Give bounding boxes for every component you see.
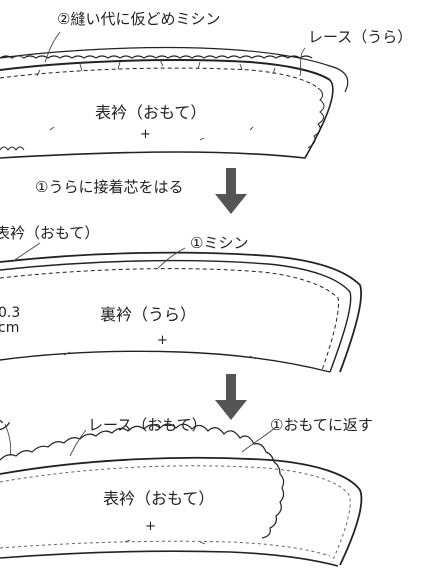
center-mark-3: + [145,519,156,534]
leader-outer-collar-cut [11,242,41,263]
arrow-2-head [215,400,247,420]
leader-step2 [44,31,61,63]
outer-collar-back-edge [0,251,362,373]
panel-3-turned-collar: ン レース（おもて） ①おもてに返す 表衿（おもて） + [0,416,373,567]
grain-tick-marks [36,59,276,141]
label-under-collar-back: 裏衿（うら） [100,305,196,324]
lace-scallop-outer [0,423,285,539]
label-lace-back: レース（うら） [308,28,412,46]
label-outer-collar-cut: 表衿（おもて） [0,224,99,242]
lace-scallop-edge [0,46,349,93]
seam-allowance-unit: cm [0,320,19,336]
leader-lace-front [69,429,87,457]
arrow-1-shaft [226,168,236,196]
label-outer-collar-3: 表衿（おもて） [103,489,214,508]
step-arrow-2 [215,374,247,420]
center-mark-1: + [140,127,151,142]
label-sew-cut: ン [0,416,11,434]
collar-body-outline [0,79,334,159]
leader-step1-sew [157,247,186,269]
lace-left-ruffle [0,146,25,151]
under-collar-bottom [0,350,331,373]
label-lace-front: レース（おもて） [88,416,207,434]
step-arrow-1: ①うらに接着芯をはる [35,168,247,214]
label-step1-sew: ①ミシン [190,234,248,252]
center-mark-2: + [157,333,168,348]
label-turn-right-side: ①おもてに返す [270,416,373,434]
basting-stitch-line [0,67,319,89]
label-outer-collar-1: 表衿（おもて） [95,103,206,122]
collar-bottom-inner-3 [0,540,331,557]
grain-tick-marks-3 [124,539,206,545]
topstitch-line [0,465,351,563]
label-interfacing-note: ①うらに接着芯をはる [35,178,183,196]
collar-outer-edge [0,59,331,81]
panel-1-collar-with-lace: ②縫い代に仮どめミシン レース（うら） 表衿（おもて） + [0,10,412,159]
arrow-2-shaft [226,374,236,402]
leader-lace-back [299,47,306,77]
collar-bottom-3 [0,550,339,567]
under-collar-edge [0,259,352,373]
machine-stitch-line [0,268,340,371]
leader-sew-cut [4,423,12,457]
lace-end-ruffle [307,87,325,149]
leader-turn-right-side [241,427,276,453]
seam-allowance-value: 0.3 [0,305,20,321]
label-step2-baste: ②縫い代に仮どめミシン [57,10,220,28]
collar-outer-edge-3 [0,456,363,566]
arrow-1-head [215,194,247,214]
grain-tick-marks-2 [63,351,257,360]
panel-2-under-collar: 表衿（おもて） ①ミシン 0.3 cm 裏衿（うら） + [0,224,362,373]
